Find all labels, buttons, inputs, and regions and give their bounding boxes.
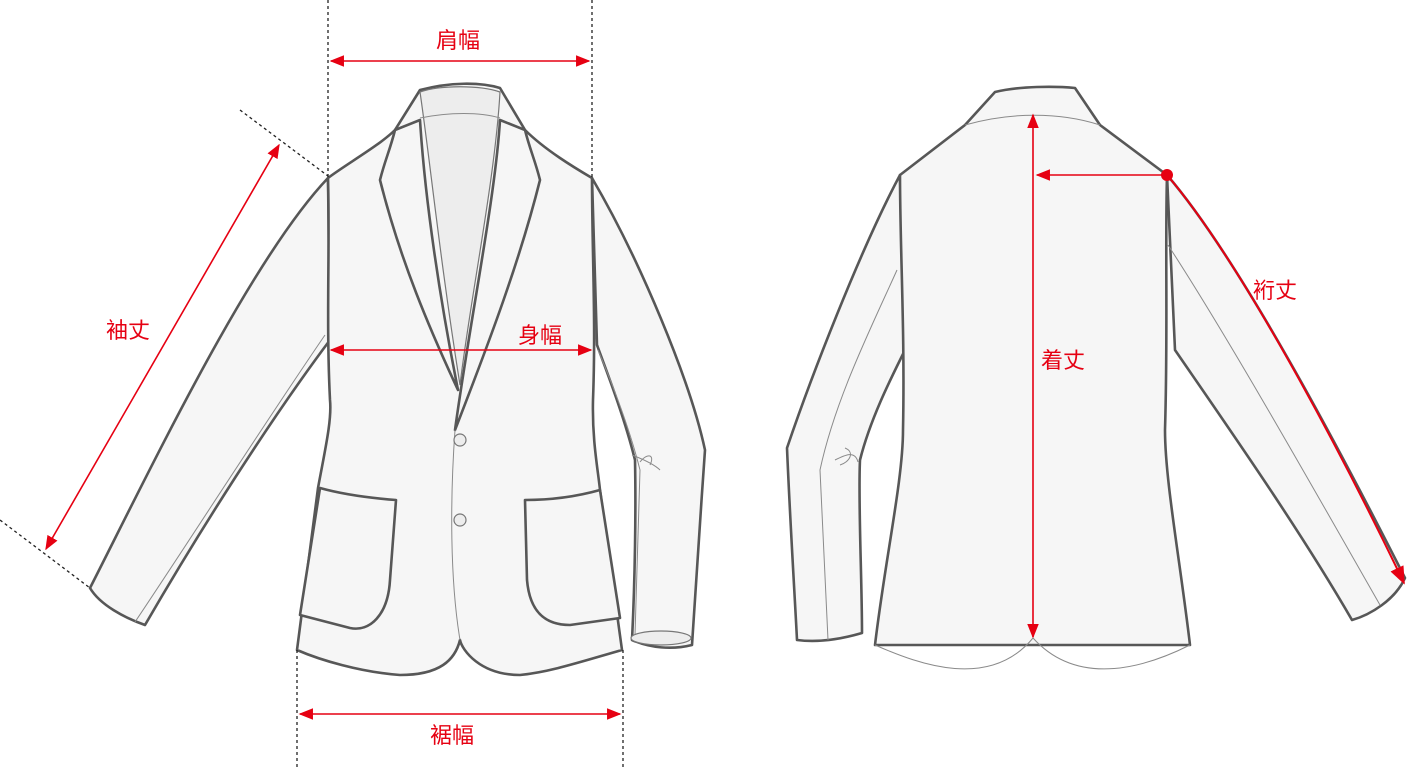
measurement-sleeve-length: 袖丈 xyxy=(0,109,329,589)
sleeve-length-label: 袖丈 xyxy=(106,319,150,344)
left-pocket xyxy=(298,486,398,630)
measurement-hem-width: 裾幅 xyxy=(296,650,624,768)
front-left-sleeve xyxy=(88,176,332,627)
shoulder-width-label: 肩幅 xyxy=(436,29,480,54)
measurement-body-width: 身幅 xyxy=(329,324,593,356)
yuki-length-label: 裄丈 xyxy=(1253,279,1297,304)
body-length-label: 着丈 xyxy=(1041,349,1085,374)
body-width-label: 身幅 xyxy=(518,324,562,349)
yuki-origin-dot xyxy=(1161,169,1173,181)
back-right-sleeve xyxy=(1165,173,1407,622)
measurement-body-length: 着丈 xyxy=(1027,113,1085,639)
right-pocket xyxy=(523,488,622,627)
back-left-sleeve xyxy=(785,173,907,643)
hem-width-label: 裾幅 xyxy=(430,724,474,749)
front-right-sleeve xyxy=(590,176,707,650)
front-jacket xyxy=(88,82,707,677)
measurement-yuki-length: 裄丈 xyxy=(1035,169,1405,585)
measurement-shoulder-width: 肩幅 xyxy=(327,0,593,178)
back-jacket xyxy=(785,85,1407,670)
